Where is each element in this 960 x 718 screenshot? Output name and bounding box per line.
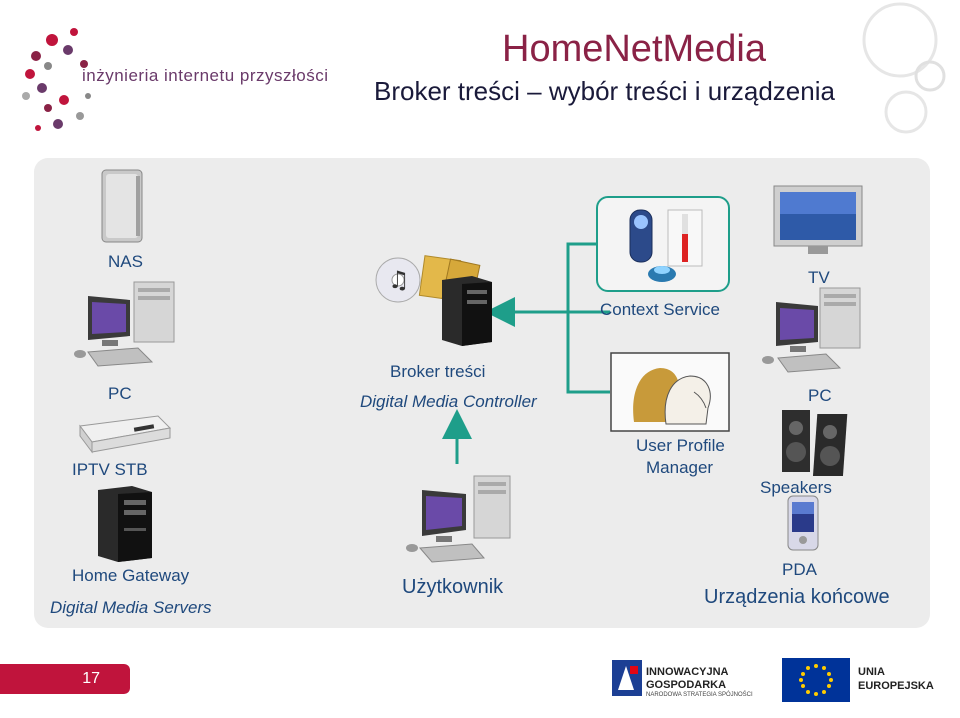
home-gateway-icon bbox=[98, 486, 152, 562]
speakers-label: Speakers bbox=[760, 478, 832, 497]
page-number-badge: 17 bbox=[0, 664, 130, 694]
broker-label: Broker treści bbox=[390, 362, 486, 381]
context-sensors-icon bbox=[629, 209, 703, 282]
user-pc-icon bbox=[406, 475, 511, 563]
page-title: HomeNetMedia bbox=[502, 28, 766, 70]
line-context bbox=[566, 242, 610, 394]
decorative-rings-icon bbox=[862, 2, 946, 134]
pc-right-label: PC bbox=[808, 386, 832, 405]
eu-line1: UNIA bbox=[858, 666, 885, 678]
page-number: 17 bbox=[82, 670, 100, 687]
context-service-label: Context Service bbox=[600, 300, 720, 319]
pc-left-icon bbox=[74, 281, 175, 367]
eu-line2: EUROPEJSKA bbox=[858, 680, 934, 692]
svg-text:♫: ♫ bbox=[388, 266, 410, 294]
context-service-box bbox=[596, 196, 730, 292]
iptv-stb-label: IPTV STB bbox=[72, 460, 148, 479]
nas-label: NAS bbox=[108, 252, 143, 271]
tv-icon bbox=[773, 185, 863, 254]
innovation-logo-icon bbox=[612, 660, 642, 696]
pda-label: PDA bbox=[782, 560, 817, 579]
controller-label: Digital Media Controller bbox=[360, 392, 537, 411]
user-profile-label-2: Manager bbox=[646, 458, 714, 477]
logo-text: inżynieria internetu przyszłości bbox=[82, 66, 329, 85]
user-label: Użytkownik bbox=[402, 576, 504, 598]
innovation-line3: NARODOWA STRATEGIA SPÓJNOŚCI bbox=[646, 692, 753, 698]
innovation-line1: INNOWACYJNA bbox=[646, 666, 729, 678]
pc-right-icon bbox=[762, 287, 861, 373]
nas-icon bbox=[101, 169, 143, 243]
digital-media-servers-label: Digital Media Servers bbox=[50, 598, 212, 617]
speakers-icon bbox=[782, 410, 848, 476]
tv-label: TV bbox=[808, 268, 830, 287]
pc-left-label: PC bbox=[108, 384, 132, 403]
page-subtitle: Broker treści – wybór treści i urządzeni… bbox=[374, 76, 835, 106]
home-gateway-label: Home Gateway bbox=[72, 566, 190, 585]
pda-icon bbox=[787, 495, 819, 551]
broker-media-icon: ♫ bbox=[375, 255, 492, 346]
innovation-line2: GOSPODARKA bbox=[646, 679, 727, 691]
logo-dots-icon bbox=[22, 28, 91, 131]
user-profile-manager-icon bbox=[610, 352, 730, 432]
iptv-stb-icon bbox=[79, 415, 172, 454]
user-profile-label-1: User Profile bbox=[636, 436, 725, 455]
eu-flag-icon bbox=[782, 658, 850, 702]
end-devices-label: Urządzenia końcowe bbox=[704, 586, 890, 608]
